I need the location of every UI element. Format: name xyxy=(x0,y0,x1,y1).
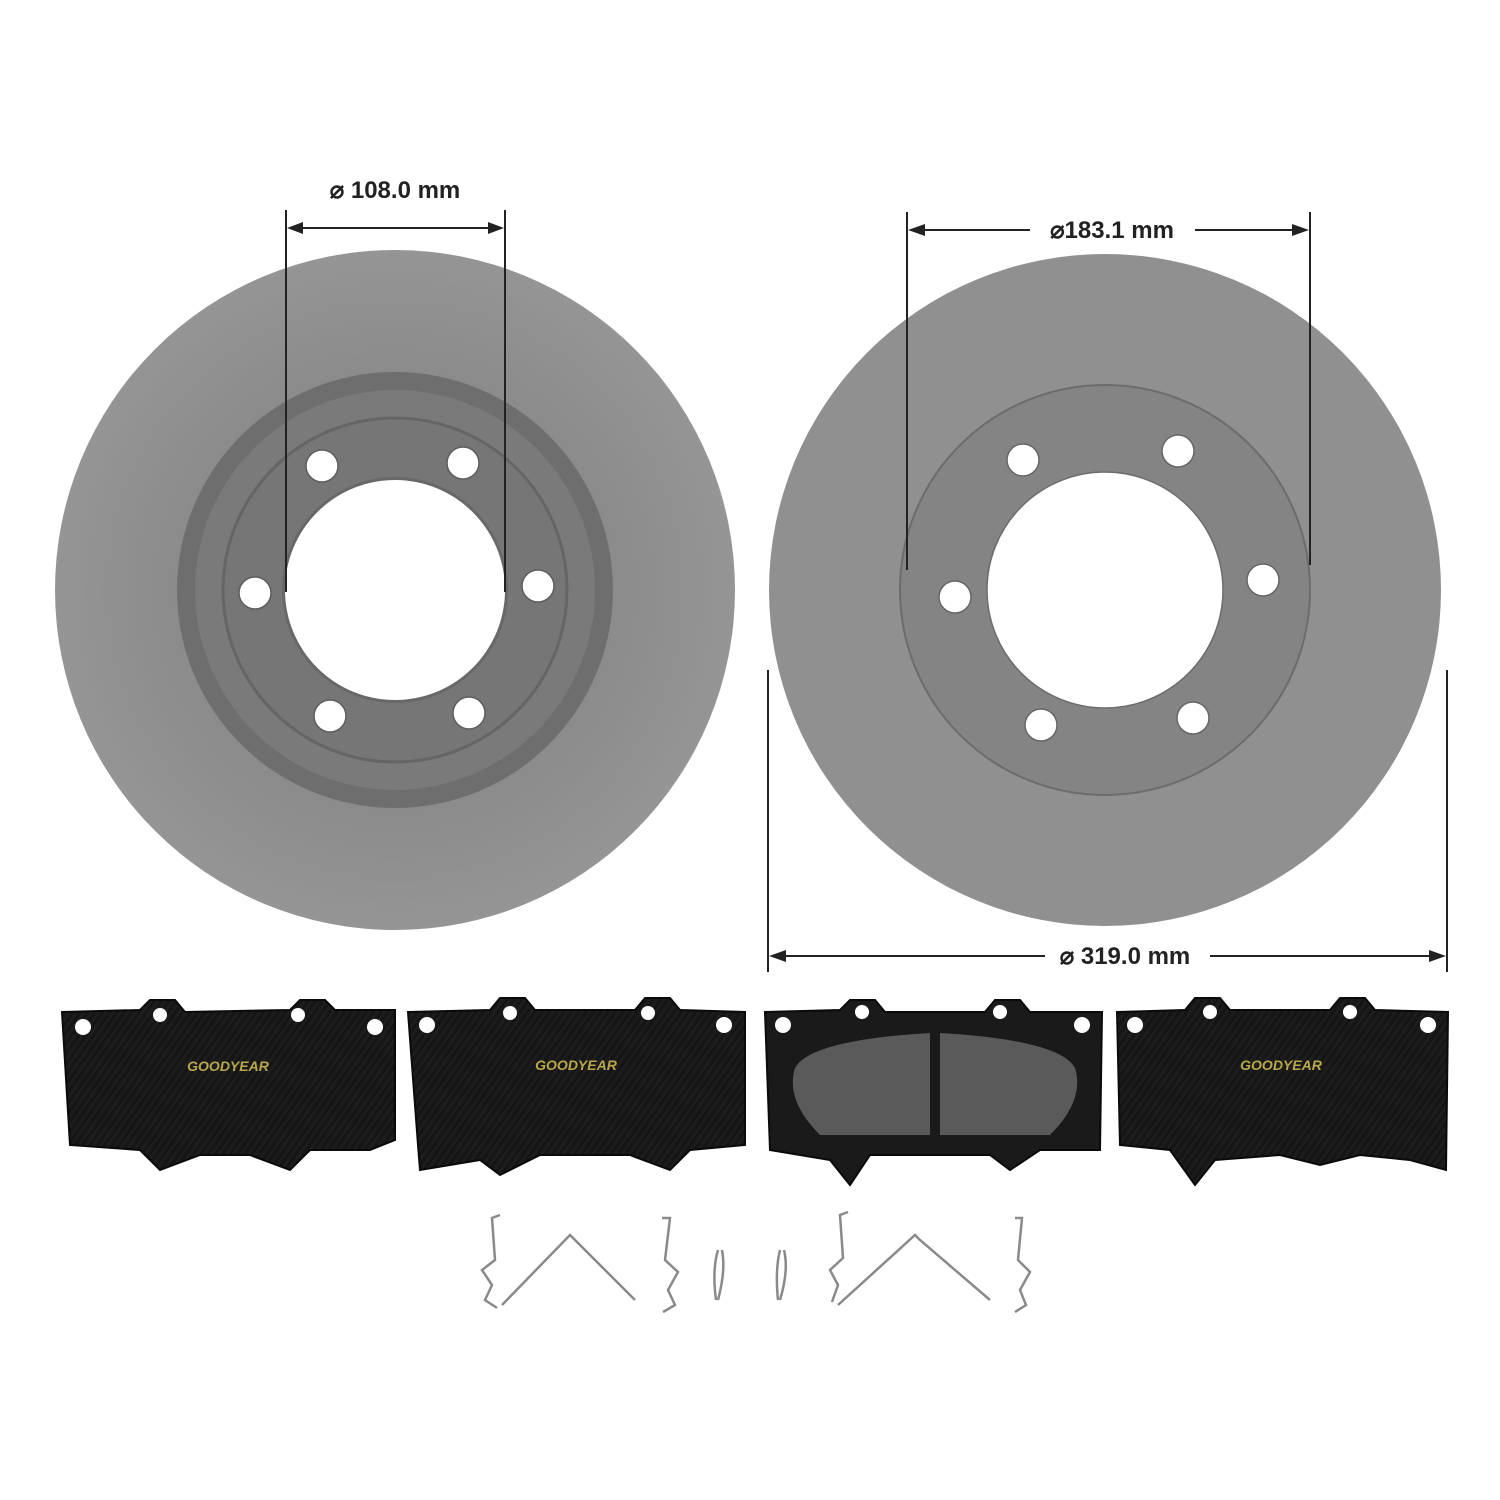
hardware-clips xyxy=(480,1210,1032,1314)
cotter-pin xyxy=(713,1249,725,1301)
anti-rattle-spring xyxy=(837,1233,991,1306)
brake-pad: GOODYEAR xyxy=(60,999,396,1172)
brake-pad: GOODYEAR xyxy=(406,997,746,1177)
brake-pad-friction-side xyxy=(763,999,1104,1187)
center-bore-hole xyxy=(285,480,505,700)
retaining-clip xyxy=(828,1210,849,1303)
center-bore-hole xyxy=(986,471,1224,709)
dimension-rotor-diameter xyxy=(767,670,1448,972)
rotor-back-view xyxy=(55,250,735,930)
dimension-hub-bore xyxy=(285,210,506,592)
goodyear-logo: GOODYEAR xyxy=(187,1058,270,1074)
cotter-pin xyxy=(775,1249,788,1301)
retaining-clip xyxy=(480,1213,501,1310)
retaining-clip xyxy=(1014,1216,1032,1314)
bolt-holes xyxy=(938,434,1280,742)
friction-material-left xyxy=(792,1033,930,1135)
bolt-holes xyxy=(238,446,555,733)
hub-bore-label: ⌀ 108.0 mm xyxy=(330,177,461,204)
anti-rattle-spring xyxy=(501,1233,636,1306)
retaining-clip xyxy=(662,1216,680,1314)
brake-pad: GOODYEAR xyxy=(1115,997,1450,1187)
rotor-front-view xyxy=(769,254,1441,926)
friction-material-right xyxy=(940,1033,1078,1135)
dimension-hat-diameter xyxy=(906,212,1311,570)
goodyear-logo: GOODYEAR xyxy=(535,1057,618,1073)
rotor-diameter-label: ⌀ 319.0 mm xyxy=(1060,943,1191,970)
hat-diameter-label: ⌀183.1 mm xyxy=(1050,217,1174,244)
goodyear-logo: GOODYEAR xyxy=(1240,1057,1323,1073)
